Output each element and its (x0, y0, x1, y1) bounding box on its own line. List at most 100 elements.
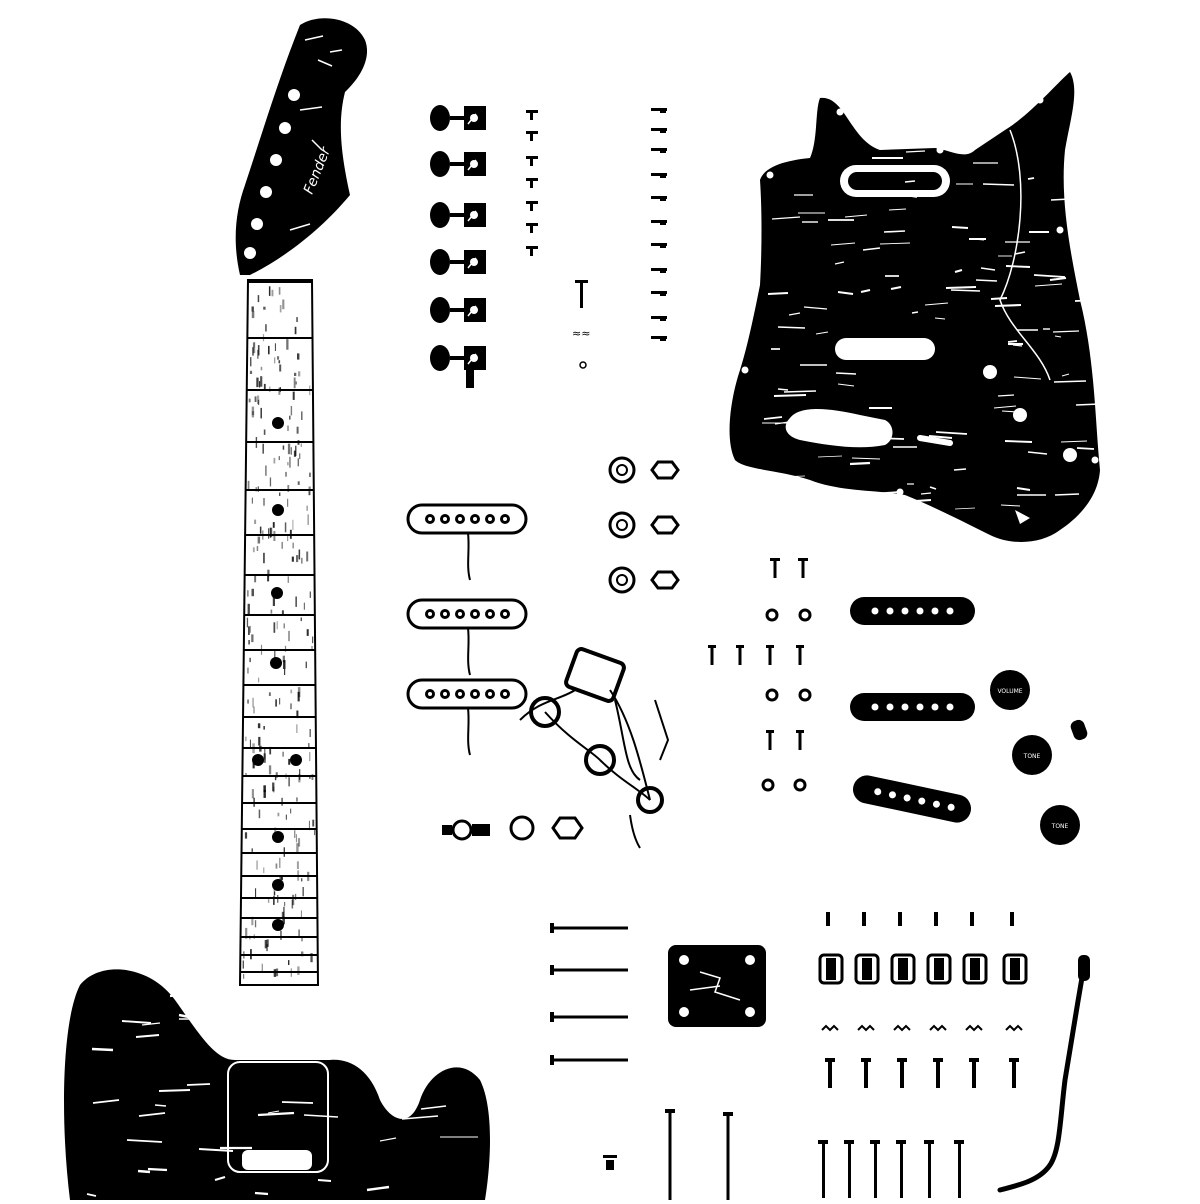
saddle-intonation-screw (864, 1060, 868, 1088)
distress-mark (1074, 299, 1103, 302)
grain-mark (263, 429, 266, 435)
distress-mark (1052, 330, 1080, 333)
pickup-covers (850, 597, 975, 823)
grain-mark (288, 777, 290, 787)
grain-mark (254, 920, 257, 928)
distress-mark (997, 394, 1015, 397)
distress-mark (904, 180, 916, 183)
string-tree-screws (526, 108, 667, 341)
distress-mark (980, 267, 996, 271)
grain-mark (307, 871, 310, 881)
grain-mark (247, 699, 249, 704)
tuner-button (430, 151, 450, 177)
distress-mark (837, 383, 855, 387)
distress-mark (92, 1099, 120, 1104)
pickup-cover-hole (903, 794, 911, 802)
grain-mark (288, 960, 290, 965)
tone-knob-1 (1012, 735, 1052, 775)
tuner-button (430, 297, 450, 323)
grain-mark (297, 691, 300, 702)
distress-mark (924, 302, 949, 306)
saddle-spring (893, 1024, 911, 1032)
screw-head (651, 336, 667, 339)
grain-mark (295, 381, 297, 385)
grain-mark (273, 969, 277, 977)
grain-mark (245, 736, 247, 742)
grain-mark (260, 407, 262, 419)
screw-shaft (530, 248, 533, 256)
grain-mark (310, 953, 313, 963)
grain-mark (306, 629, 309, 636)
saddle-height-screw (1010, 912, 1014, 926)
screw-head (526, 201, 538, 204)
grain-mark (263, 789, 266, 798)
grain-mark (282, 751, 284, 757)
saddle-intonation-screw (972, 1060, 976, 1088)
grain-mark (263, 726, 265, 730)
pickup-cover-hole (946, 703, 954, 711)
grain-mark (309, 472, 311, 477)
distress-mark (1060, 440, 1088, 443)
distress-mark (214, 1175, 226, 1182)
saddle-body (826, 958, 836, 980)
distress-mark (169, 992, 198, 998)
grain-mark (282, 655, 285, 663)
pickup-pole-center (488, 517, 492, 521)
distress-mark (1076, 447, 1095, 450)
pickup-lead (467, 627, 471, 676)
grain-mark (297, 481, 300, 485)
grain-mark (297, 966, 300, 975)
distress-mark (954, 507, 976, 510)
distress-mark (1014, 251, 1026, 255)
screw-shaft (798, 645, 802, 665)
tuner (430, 151, 486, 177)
screw-shaft (660, 198, 666, 201)
distress-mark (834, 261, 845, 265)
distress-mark (899, 498, 932, 504)
screw-shaft (768, 730, 772, 750)
tuner-highlight (467, 257, 477, 269)
grain-mark (277, 356, 280, 360)
grain-mark (263, 867, 265, 874)
grain-mark (268, 528, 270, 539)
distress-mark (994, 303, 1022, 308)
grain-mark (308, 486, 311, 491)
distress-mark (806, 417, 819, 421)
grain-mark (268, 692, 271, 696)
grain-mark (252, 743, 255, 754)
volume-knob-label: VOLUME (997, 688, 1022, 695)
grain-mark (301, 937, 303, 942)
grain-mark (274, 343, 276, 351)
grain-mark (312, 819, 315, 827)
pickup-cover-hole (886, 703, 894, 711)
distress-mark (846, 503, 858, 507)
grain-mark (260, 366, 263, 371)
grain-mark (288, 630, 290, 642)
distress-mark (1005, 265, 1031, 268)
screw-head (651, 148, 667, 151)
screw-shaft (530, 112, 533, 120)
tuner-shaft (450, 162, 464, 166)
grain-mark (308, 491, 311, 496)
distress-mark (783, 390, 817, 393)
grain-mark (254, 396, 257, 402)
grain-mark (253, 342, 255, 348)
grain-mark (244, 832, 248, 839)
grain-mark (258, 736, 261, 746)
tuner-shaft (450, 260, 464, 264)
grain-mark (279, 305, 282, 313)
pickguard-screw-holes (741, 96, 1099, 544)
grain-mark (248, 640, 250, 645)
tuner-highlight (467, 159, 477, 171)
grain-mark (309, 752, 311, 762)
distress-mark (763, 416, 783, 420)
grain-mark (297, 353, 300, 360)
grain-mark (269, 746, 272, 755)
distress-mark (771, 216, 801, 220)
grain-mark (281, 875, 283, 881)
pocket-plate-slot (242, 1150, 312, 1170)
grain-mark (290, 406, 293, 416)
grain-mark (314, 828, 316, 836)
grain-mark (267, 897, 270, 903)
distress-mark (910, 195, 918, 198)
